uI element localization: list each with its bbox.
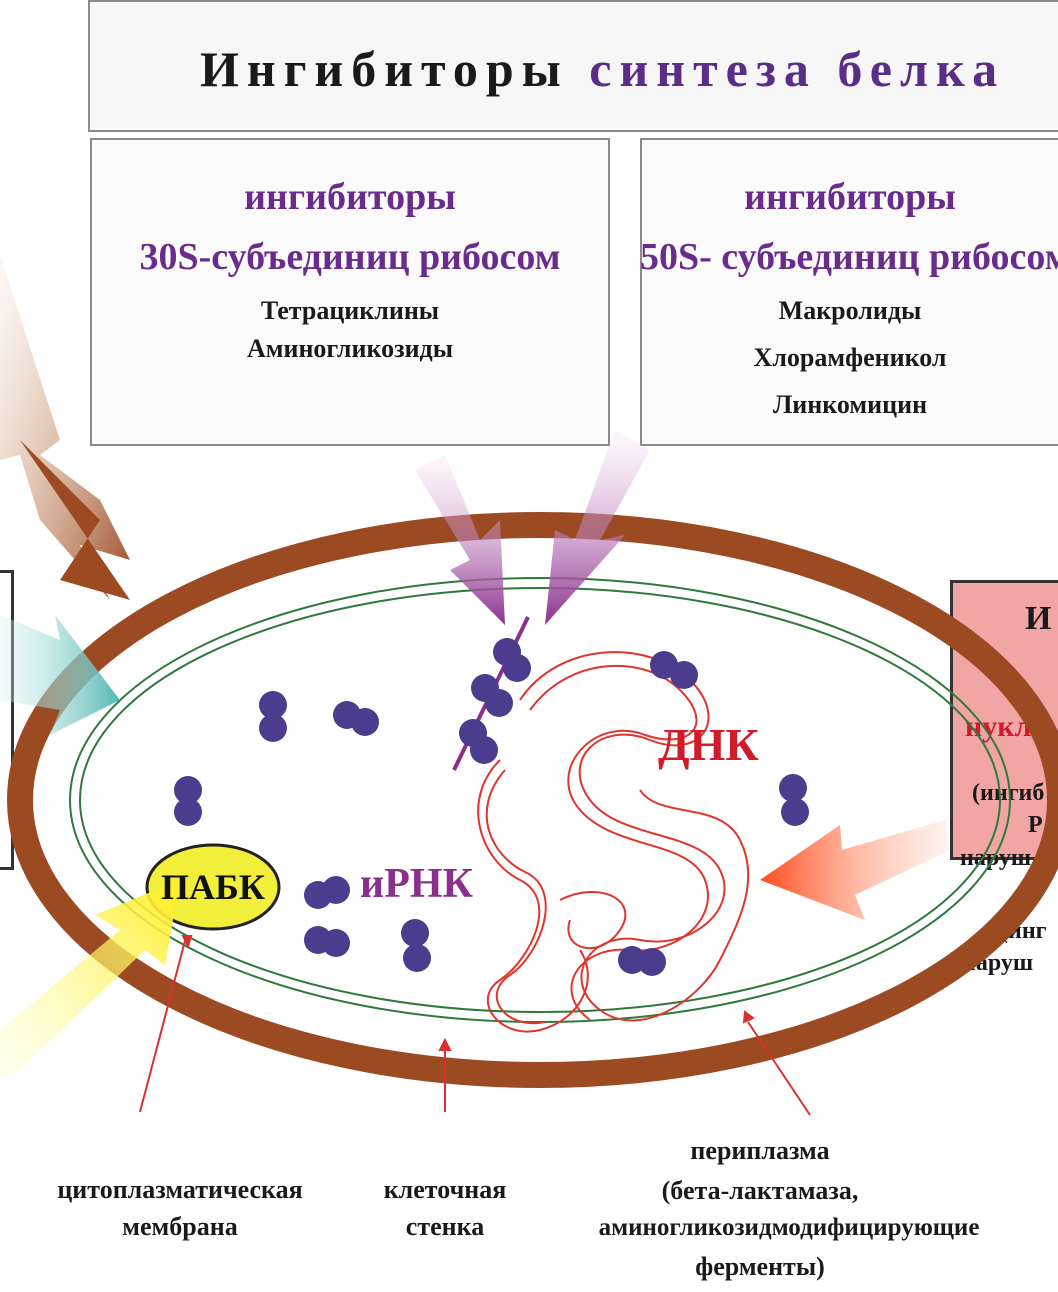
dna-strand [478, 652, 748, 1031]
membrane-label-line1: цитоплазматическая [15, 1175, 345, 1205]
mrna-label: иРНК [360, 860, 473, 908]
dna-label: ДНК [658, 718, 759, 771]
arrow-orange-dna-icon [760, 820, 950, 920]
cytoplasmic-membrane-inner [80, 588, 1000, 1012]
paba-label: ПАБК [150, 866, 276, 908]
periplasm-label-line3: аминогликозидмодифицирующие [520, 1214, 1058, 1242]
ribosomes [174, 638, 809, 976]
arrow-teal-membrane-icon [0, 615, 120, 735]
periplasm-label-line4: ферменты) [560, 1252, 960, 1282]
arrow-brown-cell-wall-icon [0, 255, 130, 600]
cell-wall [20, 525, 1058, 1075]
periplasm-label-line1: периплазма [560, 1136, 960, 1166]
membrane-label-line2: мембрана [15, 1212, 345, 1242]
wall-label-line1: клеточная [360, 1175, 530, 1205]
wall-label-line2: стенка [360, 1212, 530, 1242]
periplasm-label-line2: (бета-лактамаза, [560, 1176, 960, 1206]
cytoplasmic-membrane-outer [70, 578, 1010, 1022]
